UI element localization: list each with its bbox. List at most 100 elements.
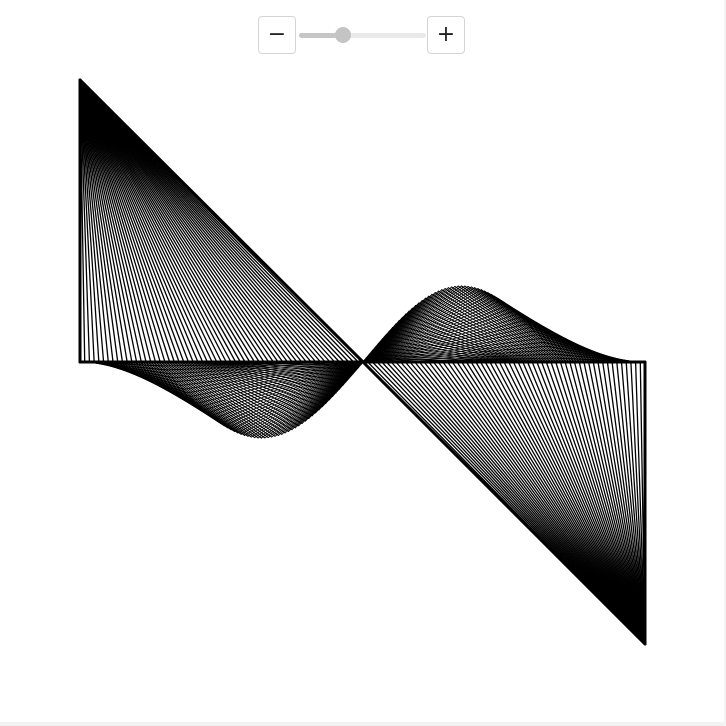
string-line [79, 79, 91, 363]
string-line [170, 361, 279, 436]
string-line [180, 361, 293, 431]
string-line [79, 79, 190, 363]
string-line [467, 285, 574, 363]
string-line [545, 361, 646, 645]
string-line [209, 361, 330, 401]
string-line [79, 79, 242, 363]
string-line [437, 290, 550, 363]
string-line [136, 361, 235, 432]
string-line [203, 361, 323, 408]
string-line [79, 79, 246, 363]
string-line [493, 361, 646, 645]
increase-button[interactable]: + [427, 16, 465, 54]
slider-thumb[interactable] [335, 27, 352, 43]
string-line [475, 361, 646, 645]
level-slider[interactable] [299, 27, 426, 43]
string-line [79, 79, 223, 363]
string-line [162, 361, 269, 439]
string-line [79, 79, 152, 363]
string-line [79, 79, 218, 363]
string-line [79, 79, 105, 363]
string-line [196, 361, 313, 417]
string-line [79, 79, 227, 363]
string-line [362, 289, 482, 363]
string-line [216, 361, 340, 390]
string-line [362, 320, 525, 363]
string-line [237, 361, 364, 434]
string-line [564, 361, 646, 645]
string-line [167, 361, 276, 437]
right-edge [724, 0, 726, 726]
string-line [362, 295, 495, 363]
string-line [190, 361, 364, 397]
string-line [79, 79, 213, 363]
string-line [479, 361, 646, 645]
string-line [362, 345, 548, 363]
string-line [198, 361, 317, 414]
string-line [362, 334, 538, 363]
string-line [222, 361, 347, 383]
zoom-controls: − + [258, 16, 468, 56]
string-line [592, 361, 646, 645]
string-line [79, 79, 180, 363]
string-line [616, 361, 646, 645]
string-line [522, 361, 646, 645]
string-line [224, 361, 351, 379]
frame-line [78, 78, 365, 364]
string-line [602, 361, 646, 645]
string-line [555, 361, 646, 645]
string-line [559, 361, 646, 645]
string-line [183, 361, 296, 429]
string-line [79, 79, 209, 363]
string-line [79, 79, 128, 363]
string-line [362, 300, 502, 363]
string-line [401, 316, 522, 363]
string-line [536, 361, 646, 645]
string-line [362, 288, 479, 363]
string-line [149, 361, 252, 438]
string-line [79, 79, 142, 363]
string-line [503, 361, 646, 645]
string-line [79, 79, 147, 363]
string-line [447, 287, 558, 363]
string-line [606, 361, 646, 645]
string-line [362, 330, 535, 363]
string-line [362, 293, 492, 363]
string-line [489, 361, 646, 645]
string-line [172, 361, 283, 435]
string-line [214, 361, 337, 394]
string-line [131, 361, 229, 429]
string-line [526, 361, 646, 645]
string-line [362, 313, 518, 363]
string-line [79, 79, 109, 363]
string-line [540, 361, 646, 645]
string-line [362, 316, 521, 363]
string-line [144, 361, 246, 436]
string-line [79, 79, 237, 363]
string-line [630, 361, 646, 645]
string-line [79, 79, 265, 363]
bottom-edge [0, 722, 726, 726]
string-line [240, 361, 364, 435]
string-line [362, 302, 505, 363]
string-line [428, 295, 543, 363]
string-line [578, 361, 646, 645]
string-line [424, 297, 540, 363]
string-line [362, 297, 499, 363]
frame-line [361, 360, 647, 646]
string-line [573, 361, 646, 645]
string-line [219, 361, 344, 387]
string-line [79, 79, 124, 363]
string-line [362, 292, 489, 363]
string-line [139, 361, 239, 434]
string-line [211, 361, 334, 398]
string-line [201, 361, 320, 411]
string-line [157, 361, 263, 439]
string-line [517, 361, 646, 645]
string-line [175, 361, 286, 434]
decrease-button[interactable]: − [258, 16, 296, 54]
string-line [625, 361, 646, 645]
string-line [79, 79, 175, 363]
string-line [133, 361, 232, 431]
